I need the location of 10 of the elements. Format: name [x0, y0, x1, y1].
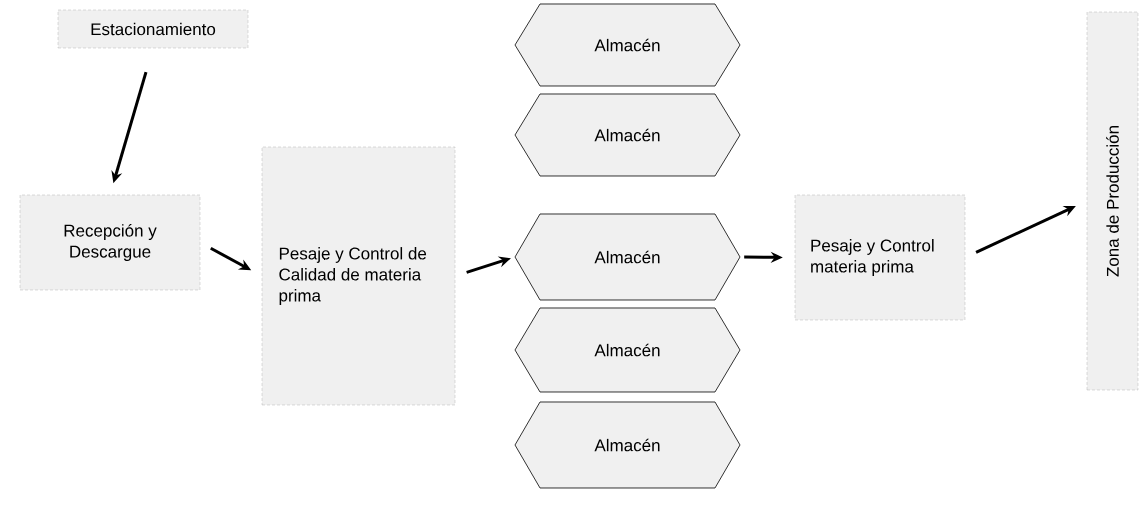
process-box: Pesaje y Control de Calidad de materia prima	[261, 146, 456, 406]
process-box: Recepción y Descargue	[19, 194, 201, 291]
storage-hexagon: Almacén	[514, 307, 741, 393]
process-box: Estacionamiento	[57, 9, 249, 49]
storage-hexagon: Almacén	[514, 213, 741, 301]
process-box: Zona de Producción	[1086, 11, 1139, 391]
storage-hexagon: Almacén	[514, 3, 741, 87]
process-box: Pesaje y Control materia prima	[794, 194, 966, 321]
storage-hexagon: Almacén	[514, 401, 741, 489]
storage-hexagon: Almacén	[514, 93, 741, 177]
